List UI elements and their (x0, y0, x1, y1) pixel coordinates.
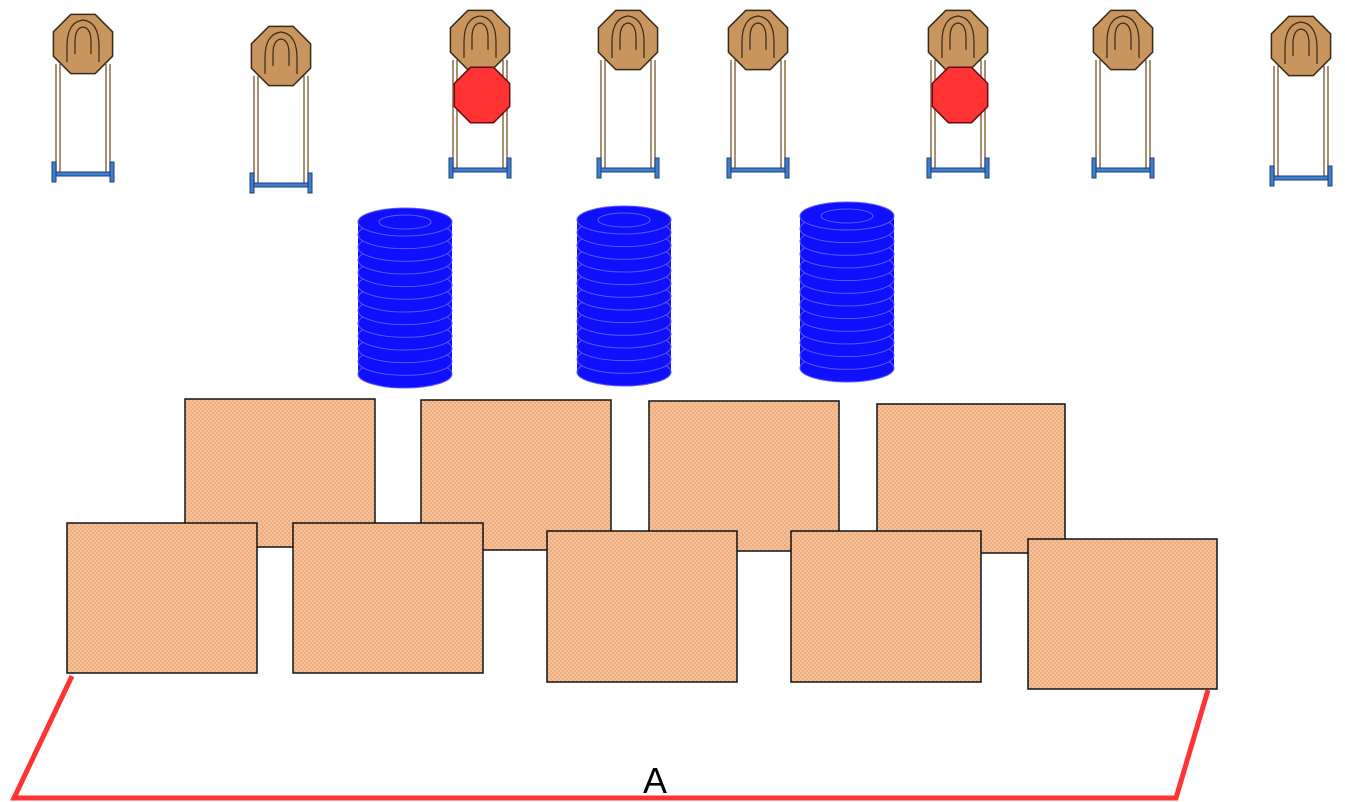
octagon-steel-target-icon (927, 9, 989, 71)
steel-target-stand (249, 25, 313, 194)
stand-base (596, 157, 660, 179)
octagon-steel-target-icon (727, 9, 789, 71)
barrel-stack-icon (576, 205, 672, 387)
steel-target-stand (926, 9, 990, 179)
steel-target-stand (596, 9, 660, 179)
steel-target-stand (448, 9, 512, 179)
octagon-steel-target-icon (52, 13, 114, 75)
stand-base (448, 157, 512, 179)
octagon-steel-target-icon (1270, 15, 1332, 77)
wall-panel-back (648, 400, 840, 552)
red-octagon-no-shoot-icon (931, 66, 989, 124)
steel-target-stand (726, 9, 790, 179)
octagon-steel-target-icon (1092, 9, 1154, 71)
steel-target-stand (51, 13, 115, 183)
stand-base (51, 161, 115, 183)
barrel-stack-icon (357, 207, 453, 389)
wall-panel-front (1027, 538, 1218, 690)
barrel-top (357, 207, 453, 237)
shooting-area-label: A (643, 760, 667, 801)
barrel-top (799, 201, 895, 231)
walls-layer (66, 398, 1218, 690)
wall-panel-front (790, 530, 982, 683)
octagon-steel-target-icon (449, 9, 511, 71)
stand-base (1091, 157, 1155, 179)
barrel-top (576, 205, 672, 235)
wall-panel-front (546, 530, 738, 683)
barrels-layer (357, 201, 895, 389)
octagon-steel-target-icon (597, 9, 659, 71)
stand-base (249, 172, 313, 194)
steel-target-stand (1269, 15, 1333, 187)
targets-layer (51, 9, 1333, 194)
barrel-stack-icon (799, 201, 895, 383)
shooting-area-border (10, 674, 1211, 801)
stand-base (926, 157, 990, 179)
red-octagon-no-shoot-icon (453, 66, 511, 124)
stand-base (726, 157, 790, 179)
wall-panel-front (292, 522, 484, 674)
steel-target-stand (1091, 9, 1155, 179)
shooting-area: A (10, 674, 1211, 801)
wall-panel-front (66, 522, 258, 674)
octagon-steel-target-icon (250, 25, 312, 87)
stand-base (1269, 165, 1333, 187)
wall-panel-back (876, 403, 1066, 554)
